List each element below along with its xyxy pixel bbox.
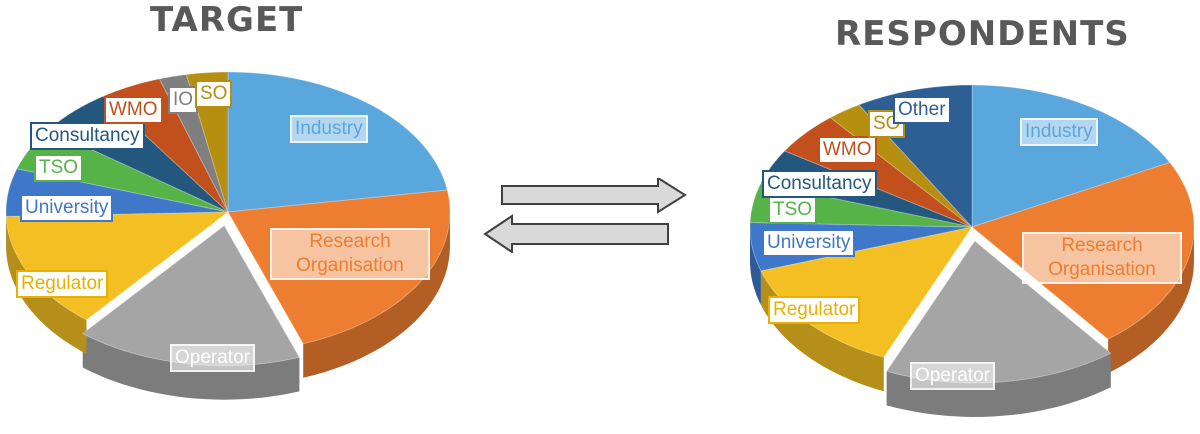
pie-slice-so xyxy=(829,104,973,228)
data-label-other: Other xyxy=(893,96,951,124)
pie-wall-research-organisation xyxy=(1108,227,1194,374)
chart-title-respondents: RESPONDENTS xyxy=(835,14,1130,54)
data-label-regulator: Regulator xyxy=(768,296,861,324)
data-label-consultancy: Consultancy xyxy=(30,122,145,150)
data-label-io: IO xyxy=(168,86,199,114)
pie-wall-regulator xyxy=(760,270,884,392)
data-label-research-organisation: Research Organisation xyxy=(270,228,430,280)
data-label-university: University xyxy=(762,229,856,257)
data-label-university: University xyxy=(20,194,114,222)
pie-wall-operator xyxy=(886,353,1111,417)
data-label-research-organisation: Research Organisation xyxy=(1022,232,1182,284)
data-label-consultancy: Consultancy xyxy=(762,170,877,198)
data-label-tso: TSO xyxy=(768,196,818,224)
chart-title-target: TARGET xyxy=(150,0,304,40)
data-label-operator: Operator xyxy=(170,344,255,372)
pie-slice-operator xyxy=(885,240,1112,384)
pie-wall-regulator xyxy=(6,216,87,354)
data-label-tso: TSO xyxy=(34,154,84,182)
data-label-wmo: WMO xyxy=(818,136,877,164)
data-label-regulator: Regulator xyxy=(16,270,109,298)
data-label-so: SO xyxy=(195,80,233,108)
data-label-industry: Industry xyxy=(1020,118,1098,146)
data-label-wmo: WMO xyxy=(104,96,163,124)
data-label-industry: Industry xyxy=(290,115,368,143)
left-arrow-icon xyxy=(483,214,669,253)
pie-wall-research-organisation xyxy=(303,212,450,378)
data-label-operator: Operator xyxy=(910,362,995,390)
right-arrow-icon xyxy=(501,178,687,214)
exchange-arrows-icon xyxy=(483,178,687,253)
pie-wall-university xyxy=(750,227,761,305)
